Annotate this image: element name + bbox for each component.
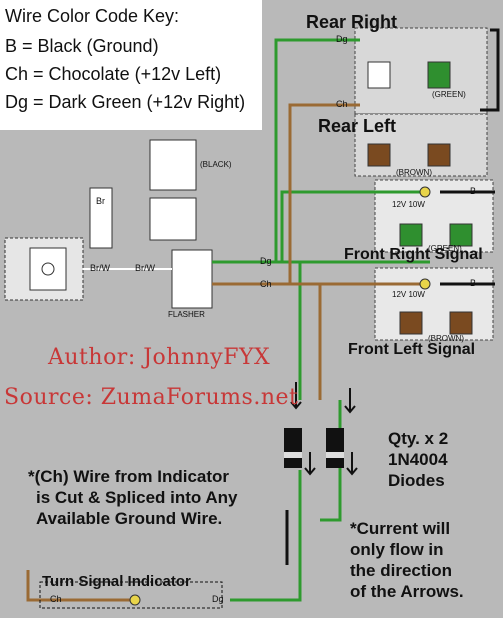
tag-brw-right: Br/W	[135, 263, 155, 273]
fl-connector-b	[449, 311, 473, 335]
connector-upper	[149, 139, 197, 191]
black-wires	[285, 28, 500, 565]
tag-brown-rear: (BROWN)	[396, 168, 432, 177]
source-text: Source: ZumaForums.net	[4, 385, 299, 410]
tag-dg-indicator: Dg	[212, 594, 224, 604]
indicator-label: Turn Signal Indicator	[42, 573, 191, 590]
rl-connector-b	[427, 143, 451, 167]
front-left-unit	[374, 267, 494, 341]
current-note-line1: *Current will	[350, 519, 451, 538]
current-note: *Current will only flow in the direction…	[350, 518, 464, 602]
fr-connector-a	[399, 223, 423, 247]
rl-connector-a	[367, 143, 391, 167]
front-right-bulb	[419, 186, 431, 198]
tag-b-front-right: B	[470, 186, 477, 196]
flasher-label: FLASHER	[168, 310, 205, 319]
current-note-line2: only flow in	[350, 540, 444, 559]
diode-left	[284, 428, 302, 468]
tag-green-rear: (GREEN)	[432, 90, 466, 99]
arrows	[290, 382, 358, 476]
diodes-part: 1N4004	[388, 450, 448, 469]
tag-black-connector: (BLACK)	[200, 160, 232, 169]
diodes-qty: Qty. x 2	[388, 429, 449, 448]
diodes-word: Diodes	[388, 471, 445, 490]
color-key-box: Wire Color Code Key: B = Black (Ground) …	[0, 0, 262, 130]
indicator-note: *(Ch) Wire from Indicator is Cut & Splic…	[28, 466, 238, 529]
diode-right-band	[326, 452, 344, 458]
indicator-note-line2: is Cut & Spliced into Any	[36, 488, 238, 507]
diode-right	[326, 428, 344, 468]
connector-lower	[149, 197, 197, 241]
tag-bulb-front-right: 12V 10W	[392, 200, 425, 209]
indicator-bulb	[129, 594, 141, 606]
connector-small	[89, 187, 113, 249]
tag-brw-left: Br/W	[90, 263, 110, 273]
tag-dg-rear: Dg	[336, 34, 348, 44]
fr-connector-b	[449, 223, 473, 247]
front-right-label: Front Right Signal	[344, 246, 483, 263]
current-note-line3: the direction	[350, 561, 453, 580]
color-key-chocolate: Ch = Chocolate (+12v Left)	[5, 64, 222, 84]
left-unit-ref	[41, 262, 55, 276]
color-key-black: B = Black (Ground)	[5, 36, 159, 56]
front-left-bulb	[419, 278, 431, 290]
author-text: Author: JohnnyFYX	[48, 345, 271, 370]
rear-left-label: Rear Left	[318, 116, 397, 136]
current-note-line4: of the Arrows.	[350, 582, 464, 601]
tag-bulb-front-left: 12V 10W	[392, 290, 425, 299]
indicator-box	[39, 581, 223, 609]
indicator-note-line3: Available Ground Wire.	[36, 509, 223, 528]
color-key-dark-green: Dg = Dark Green (+12v Right)	[5, 92, 246, 112]
tag-b-front-left: B	[470, 278, 477, 288]
tag-dg-main: Dg	[260, 256, 272, 266]
diodes-note: Qty. x 2 1N4004 Diodes	[388, 428, 448, 491]
front-left-label: Front Left Signal	[348, 341, 476, 358]
tag-ch-indicator: Ch	[50, 594, 62, 604]
rr-connector-a	[367, 61, 391, 89]
flasher-box	[171, 249, 213, 309]
indicator-note-line1: *(Ch) Wire from Indicator	[28, 467, 230, 486]
diode-left-band	[284, 452, 302, 458]
tag-br: Br	[96, 196, 105, 206]
tag-ch-rear: Ch	[336, 99, 348, 109]
rear-right-label: Rear Right	[306, 12, 398, 32]
tag-green-front: (GREEN)	[428, 244, 462, 253]
color-key-title: Wire Color Code Key:	[5, 6, 180, 26]
brown-wires	[26, 103, 430, 602]
fl-connector-a	[399, 311, 423, 335]
rr-connector-b	[427, 61, 451, 89]
tag-ch-main: Ch	[260, 279, 272, 289]
left-unit-inner	[29, 247, 67, 291]
tag-brown-front: (BROWN)	[428, 334, 464, 343]
